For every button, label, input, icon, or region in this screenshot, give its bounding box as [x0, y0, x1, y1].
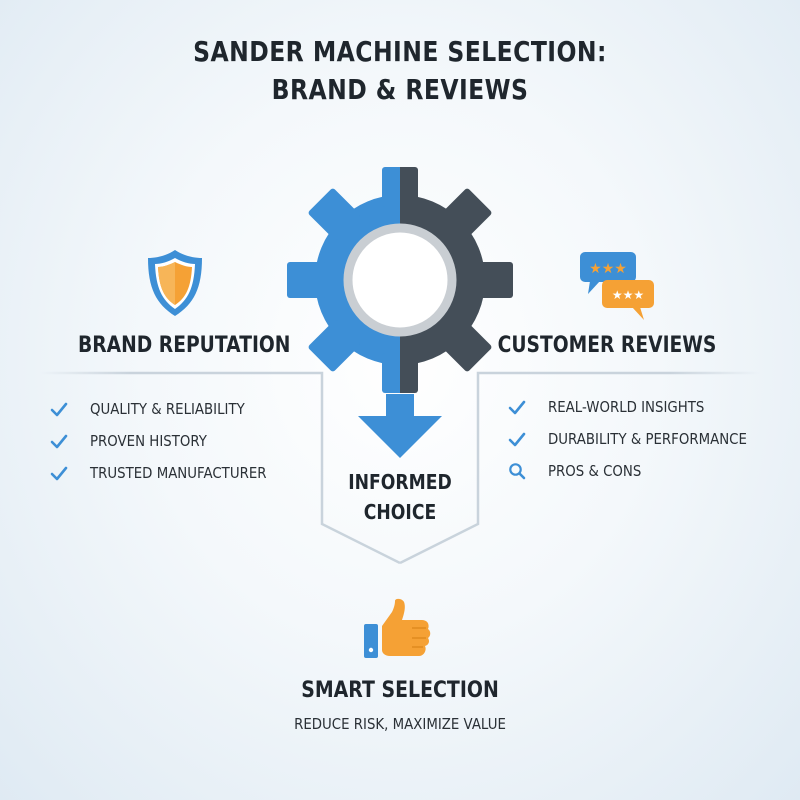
customer-reviews-heading: CUSTOMER REVIEWS — [497, 333, 716, 358]
check-icon — [50, 402, 68, 417]
list-item: QUALITY & RELIABILITY — [50, 393, 295, 425]
customer-reviews-list: REAL-WORLD INSIGHTS DURABILITY & PERFORM… — [508, 391, 779, 487]
list-item-label: DURABILITY & PERFORMANCE — [548, 430, 747, 448]
list-item: DURABILITY & PERFORMANCE — [508, 423, 779, 455]
list-item-label: REAL-WORLD INSIGHTS — [548, 398, 705, 416]
check-icon — [50, 466, 68, 481]
page-title-line-2: BRAND & REVIEWS — [271, 73, 529, 106]
list-item: TRUSTED MANUFACTURER — [50, 457, 295, 489]
brand-reputation-list: QUALITY & RELIABILITY PROVEN HISTORY TRU… — [50, 393, 295, 489]
list-item: PROVEN HISTORY — [50, 425, 295, 457]
informed-choice-label-line-2: CHOICE — [363, 500, 437, 524]
down-arrow-icon — [358, 394, 442, 458]
svg-text:★★★: ★★★ — [612, 288, 644, 302]
list-item-label: PROS & CONS — [548, 462, 642, 480]
gear-icon — [287, 167, 513, 393]
list-item-label: QUALITY & RELIABILITY — [90, 400, 245, 418]
svg-text:★★★: ★★★ — [589, 261, 627, 277]
check-icon — [508, 432, 526, 447]
check-icon — [508, 400, 526, 415]
brand-reputation-heading: BRAND REPUTATION — [78, 333, 291, 358]
review-bubbles-icon: ★★★ ★★★ — [580, 252, 654, 320]
list-item: PROS & CONS — [508, 455, 779, 487]
check-icon — [50, 434, 68, 449]
list-item-label: TRUSTED MANUFACTURER — [90, 464, 267, 482]
shield-icon — [148, 250, 202, 316]
informed-choice-label-line-1: INFORMED — [348, 470, 452, 494]
magnifier-icon — [509, 463, 526, 480]
thumbs-up-icon — [364, 598, 431, 658]
smart-selection-subtitle: REDUCE RISK, MAXIMIZE VALUE — [294, 715, 506, 733]
page-title-line-1: SANDER MACHINE SELECTION: — [193, 35, 607, 68]
smart-selection-title: SMART SELECTION — [301, 678, 499, 703]
list-item-label: PROVEN HISTORY — [90, 432, 207, 450]
list-item: REAL-WORLD INSIGHTS — [508, 391, 779, 423]
